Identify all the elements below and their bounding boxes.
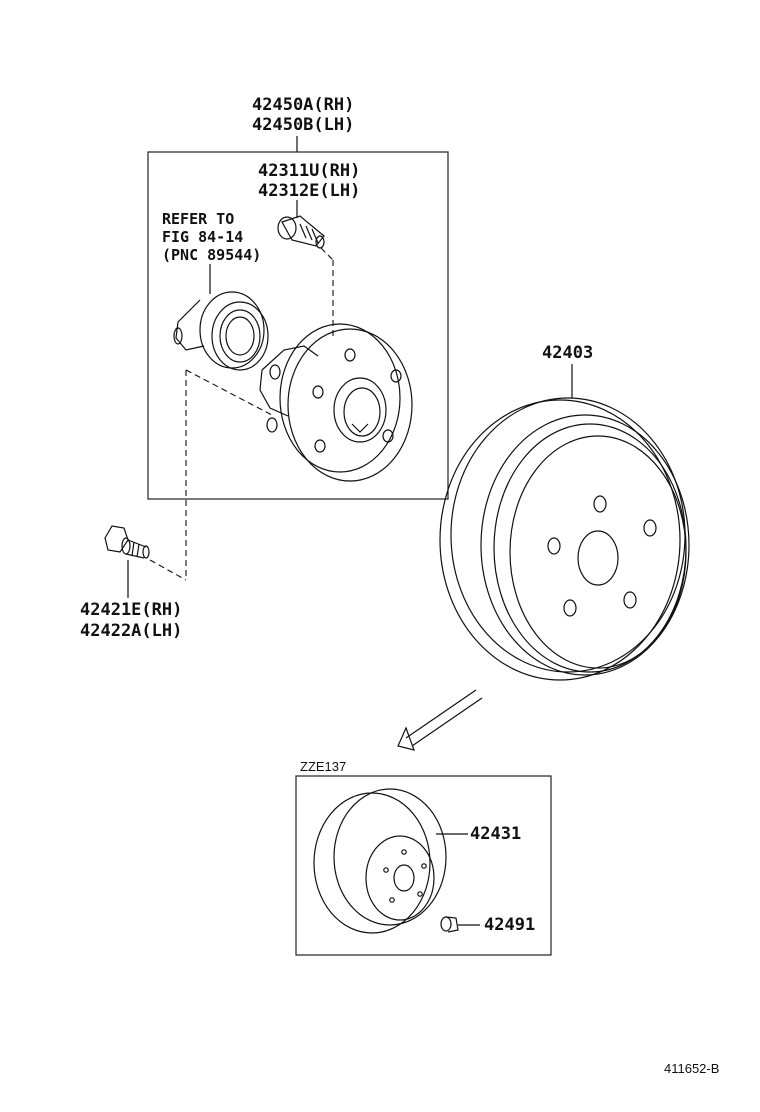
hub-bolt-guide-1 [320, 247, 334, 261]
refer-note-line1: REFER TO [162, 210, 234, 228]
variant-box [295, 775, 552, 956]
mount-bolt-guide-2 [149, 559, 187, 581]
direction-arrow [397, 689, 483, 751]
bearing-drawing [173, 291, 269, 371]
bearing-guide [185, 369, 273, 416]
disc-label: 42431 [470, 824, 521, 844]
refer-note-line3: (PNC 89544) [162, 246, 261, 264]
hub-bolt-drawing [277, 215, 325, 249]
hub-assembly-label-rh: 42450A(RH) [252, 95, 354, 115]
hub-bolt-label-rh: 42311U(RH) [258, 161, 360, 181]
disc-screw-label: 42491 [484, 915, 535, 935]
mount-bolt-label-rh: 42421E(RH) [80, 600, 182, 620]
hub-bolt-label-lh: 42312E(LH) [258, 181, 360, 201]
brake-drum-drawing [439, 397, 690, 681]
disc-screw-drawing [440, 916, 459, 933]
refer-note-line2: FIG 84-14 [162, 228, 243, 246]
hub-assembly-label-lh: 42450B(LH) [252, 115, 354, 135]
brake-drum-label: 42403 [542, 343, 593, 363]
hub-assembly-box [147, 151, 449, 500]
brake-disc-drawing [313, 788, 447, 934]
figure-id: 411652-B [664, 1061, 719, 1076]
mount-bolt-label-lh: 42422A(LH) [80, 621, 182, 641]
mount-bolt-drawing [104, 525, 150, 559]
hub-flange-drawing [259, 323, 413, 482]
variant-box-label: ZZE137 [300, 759, 346, 774]
